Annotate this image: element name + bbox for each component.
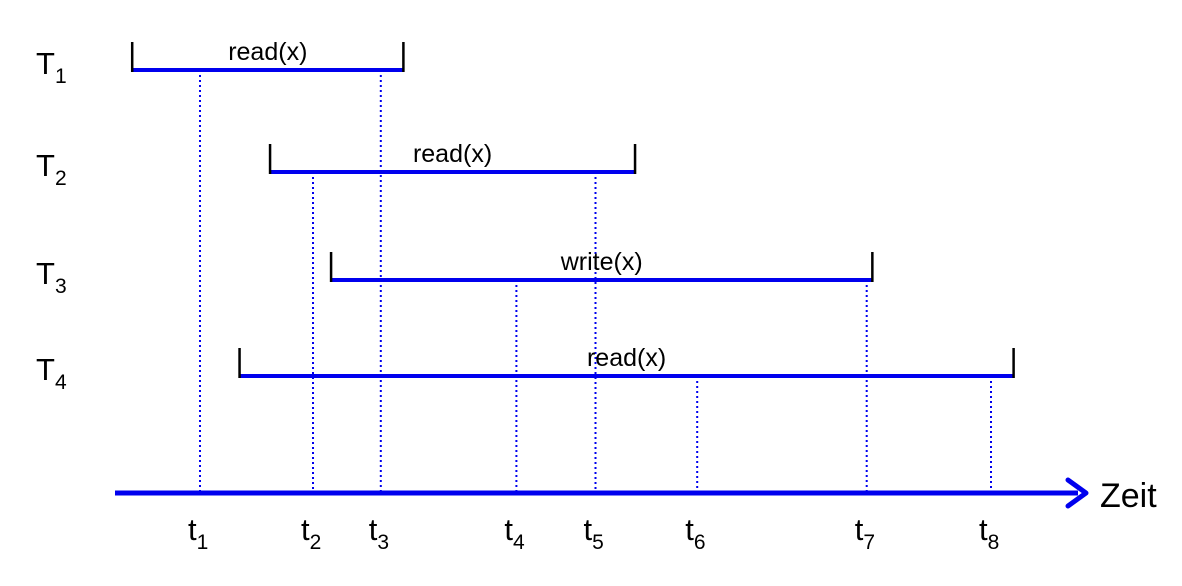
operation-label-t4: read(x) [587,344,666,372]
transaction-label-t4: T4 [36,352,67,394]
time-label-t3: t3 [369,512,389,554]
time-axis: Zeit [115,477,1157,515]
time-axis-arrow [1065,477,1089,509]
transaction-bars: read(x) read(x) write(x) read(x) [130,38,1015,378]
time-label-t8: t8 [979,512,999,554]
time-label-t7: t7 [855,512,875,554]
time-label-t5: t5 [584,512,604,554]
time-axis-label: Zeit [1100,477,1157,515]
time-labels: t1 t2 t3 t4 t5 t6 t7 t8 [188,512,999,554]
operation-label-t2: read(x) [413,140,492,168]
transaction-label-t1: T1 [36,46,67,88]
operation-label-t3: write(x) [560,248,643,276]
transaction-label-t3: T3 [36,256,67,298]
transaction-label-t2: T2 [36,148,67,190]
operation-label-t1: read(x) [228,38,307,66]
time-label-t2: t2 [301,512,321,554]
time-label-t1: t1 [188,512,208,554]
time-label-t4: t4 [504,512,525,554]
time-label-t6: t6 [685,512,705,554]
